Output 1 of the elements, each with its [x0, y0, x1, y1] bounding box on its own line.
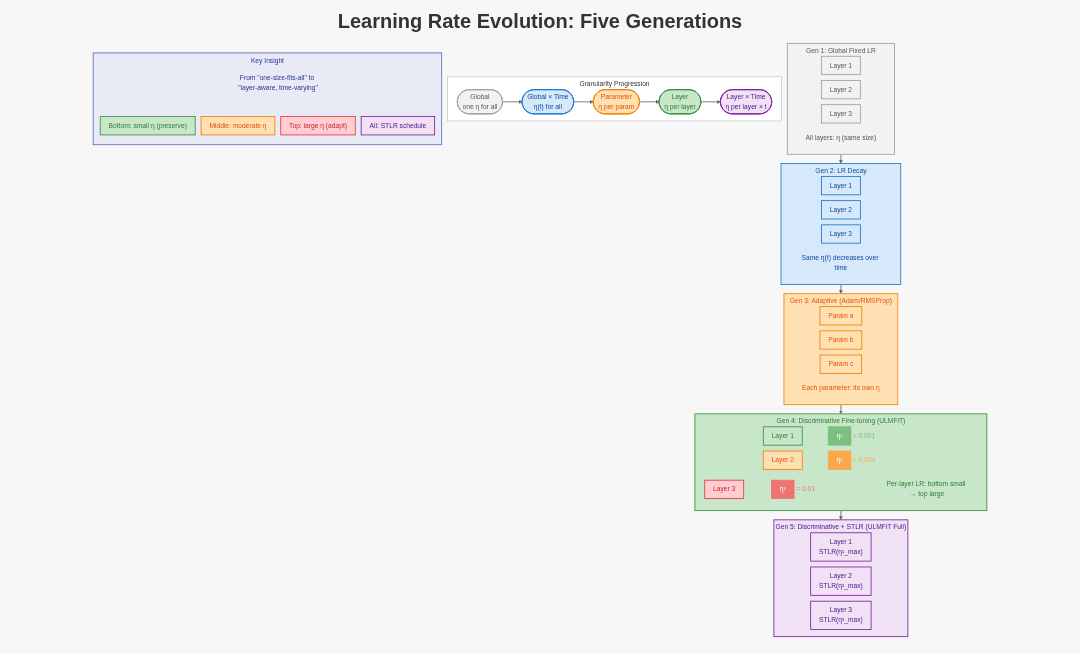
diagram-title: Learning Rate Evolution: Five Generations: [336, 10, 744, 33]
